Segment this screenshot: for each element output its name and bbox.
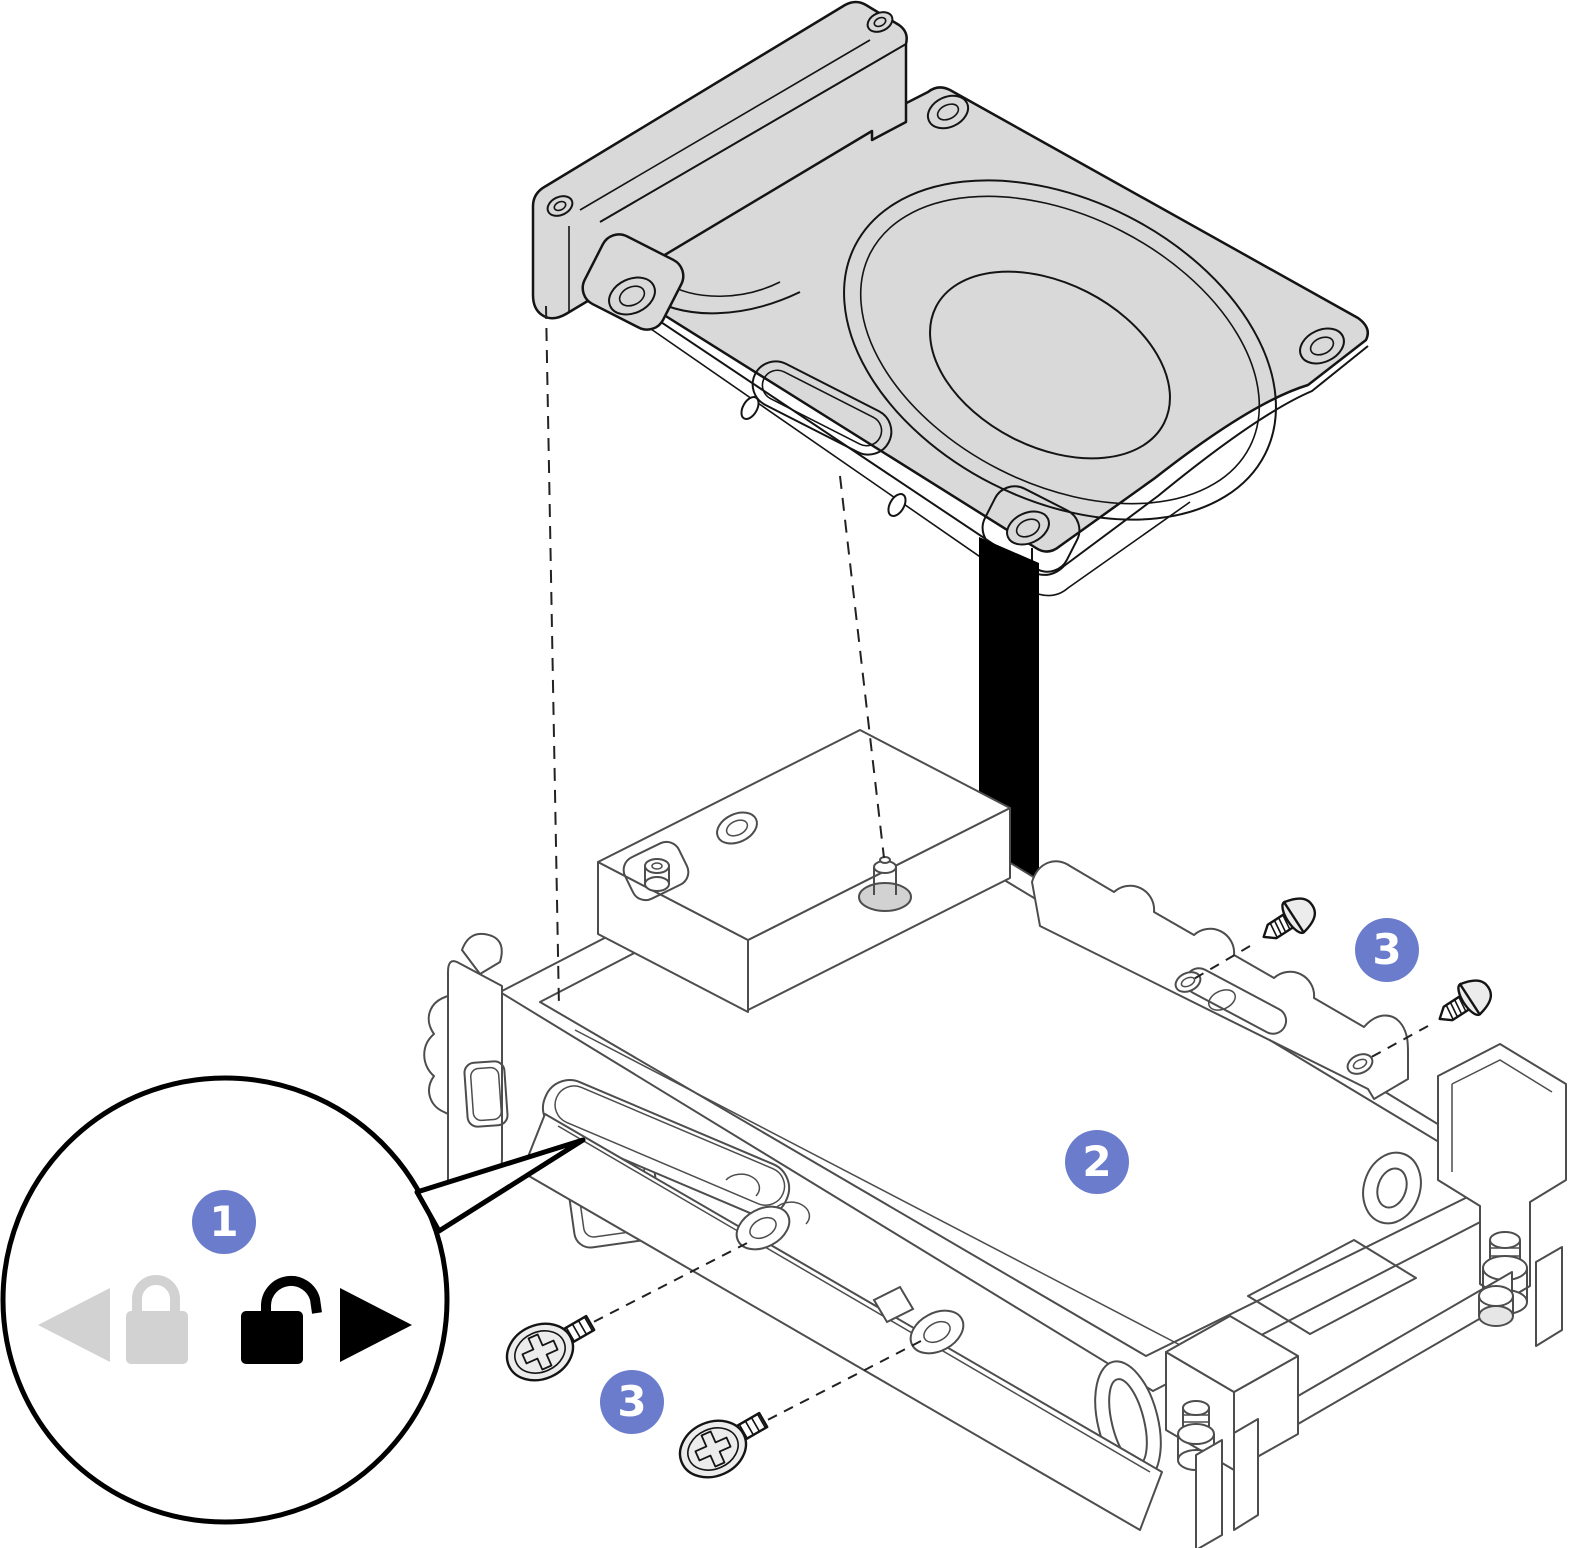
- guide-pin-base: [858, 882, 912, 912]
- cage-bottom-corner: [1094, 1271, 1514, 1548]
- plate-left-corner: [581, 233, 685, 331]
- cage-front-wall: [521, 1113, 1163, 1531]
- callout-pointer: [414, 1137, 586, 1234]
- step-badge-1: 1: [192, 1190, 256, 1254]
- bracket-screw-hole: [1346, 1053, 1374, 1075]
- edge-hole: [887, 493, 907, 517]
- lock-open-icon: [241, 1275, 322, 1364]
- triangle-left-icon: [38, 1288, 110, 1362]
- plate-corner-holes: [926, 94, 1345, 573]
- alignment-guides: [545, 305, 885, 1009]
- drive-assembly: [531, 0, 1369, 597]
- screws: [505, 897, 1493, 1479]
- callout-circle: [0, 1075, 450, 1525]
- guide-line-right: [839, 475, 885, 859]
- step-badge-2: 2: [1065, 1130, 1129, 1194]
- screw: [678, 1411, 769, 1479]
- step-badge-3-lower: 3: [600, 1370, 664, 1434]
- lock-closed-icon: [126, 1275, 188, 1364]
- unlock-callout: [0, 1075, 586, 1525]
- cage-guide-pin: [858, 856, 912, 912]
- drive-cage: [423, 729, 1567, 1548]
- step-badge-3-upper: 3: [1355, 918, 1419, 982]
- wall-screw-hole: [735, 1205, 791, 1251]
- screw: [505, 1314, 596, 1382]
- guide-line-left: [545, 305, 560, 1009]
- screw: [1438, 979, 1493, 1022]
- screw: [1262, 897, 1317, 940]
- triangle-right-icon: [340, 1288, 412, 1362]
- square-hole: [872, 1285, 915, 1324]
- rubber-bumper: [423, 995, 449, 1115]
- rail-pin: [1478, 1285, 1514, 1327]
- floor-opening: [1247, 1239, 1417, 1335]
